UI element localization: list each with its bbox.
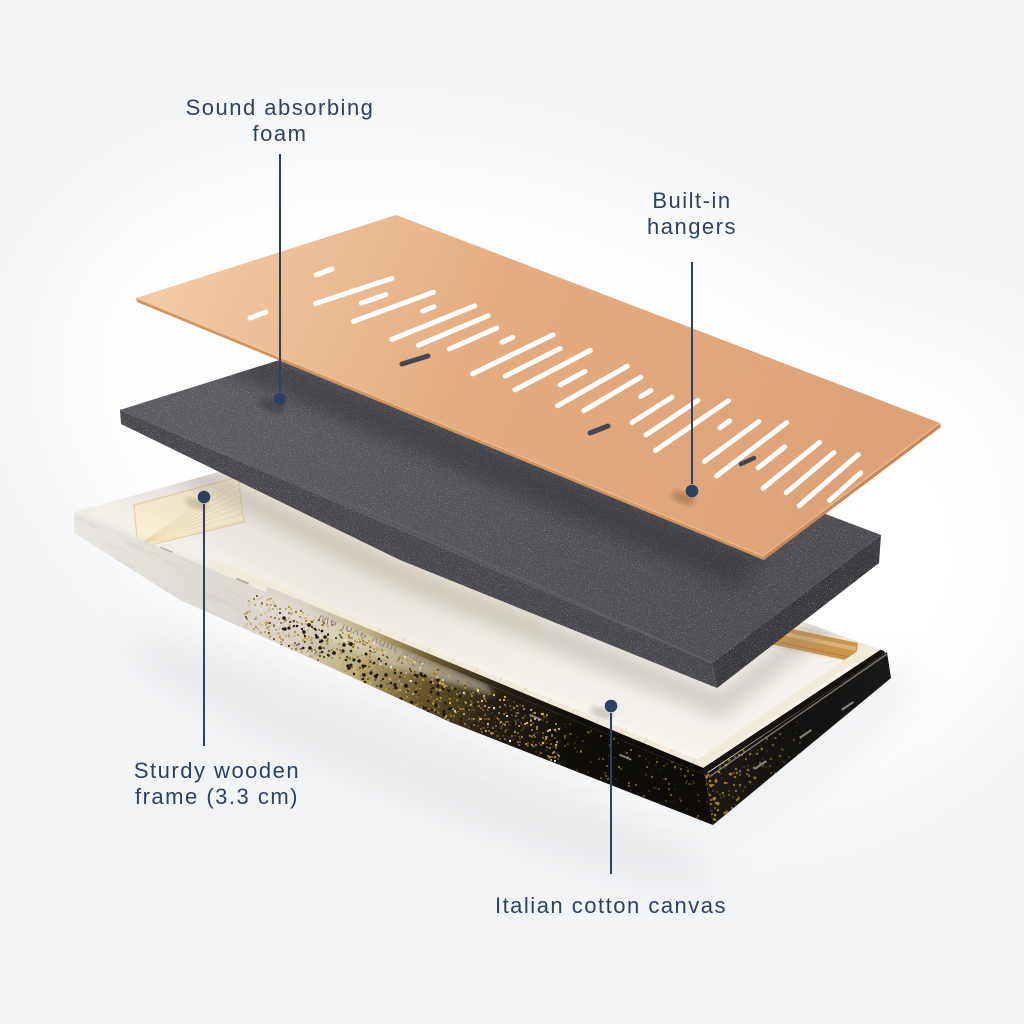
svg-text:frame (3.3 cm): frame (3.3 cm): [135, 784, 299, 809]
svg-text:Italian cotton canvas: Italian cotton canvas: [495, 893, 727, 918]
svg-text:Sound absorbing: Sound absorbing: [186, 95, 375, 120]
svg-text:hangers: hangers: [647, 214, 737, 239]
svg-text:Sturdy wooden: Sturdy wooden: [134, 758, 300, 783]
svg-text:foam: foam: [253, 121, 308, 146]
svg-text:Built-in: Built-in: [652, 188, 731, 213]
